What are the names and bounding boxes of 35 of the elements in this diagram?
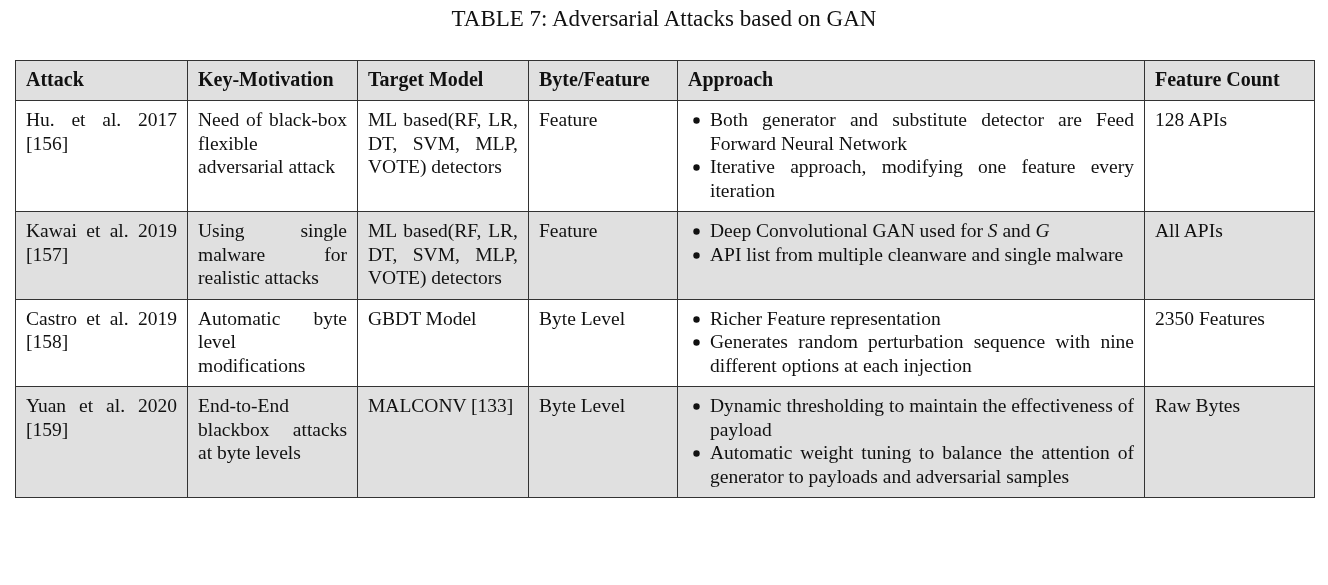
approach-bullet: Both generator and substitute detector are Feed Forward Neural Network — [710, 109, 1134, 154]
attack-reference: Hu. et al. 2017 [156] — [26, 108, 177, 155]
column-header: Byte/Feature — [539, 68, 651, 91]
target-model-text: MALCONV [133] — [368, 394, 515, 418]
approach-bullet: Deep Convolutional GAN used for S and G — [710, 220, 1050, 241]
feature-count-text: All APIs — [1155, 219, 1224, 243]
approach-bullet: Iterative approach, modifying one feature every iteration — [710, 156, 1134, 201]
column-header: Target Model — [368, 68, 485, 91]
level-text: Feature — [539, 108, 599, 132]
target-model-text: ML based(RF, LR, DT, SVM, MLP, VOTE) detectors — [368, 219, 518, 290]
table-title: TABLE 7: Adversarial Attacks based on GAN — [451, 6, 877, 32]
motivation-text: Automatic byte level modifications — [198, 306, 347, 377]
column-header: Attack — [26, 68, 85, 91]
level-text: Byte Level — [539, 394, 627, 418]
motivation-text: Need of black-box flexible adversarial attack — [198, 108, 347, 179]
approach-bullet: Automatic weight tuning to balance the attention of generator to payloads and adversarial samples — [710, 442, 1134, 487]
column-header: Key-Motivation — [198, 68, 335, 91]
level-text: Byte Level — [539, 306, 627, 330]
motivation-text: Using single malware for realistic attacks — [198, 219, 347, 290]
feature-count-text: Raw Bytes — [1155, 394, 1242, 418]
column-header: Feature Count — [1155, 68, 1281, 91]
attack-reference: Castro et al. 2019 [158] — [26, 306, 177, 354]
target-model-text: ML based(RF, LR, DT, SVM, MLP, VOTE) detectors — [368, 108, 518, 179]
approach-bullet: Generates random perturbation sequence with nine different options at each injection — [710, 331, 1134, 376]
column-header: Approach — [688, 68, 775, 91]
level-text: Feature — [539, 219, 599, 243]
approach-bullet: Richer Feature representation — [710, 307, 941, 329]
attack-reference: Yuan et al. 2020 [159] — [26, 394, 177, 441]
approach-bullet: API list from multiple cleanware and single malware — [710, 243, 1124, 265]
approach-bullet: Dynamic thresholding to maintain the effectiveness of payload — [710, 395, 1134, 440]
attack-reference: Kawai et al. 2019 [157] — [26, 219, 177, 266]
target-model-text: GBDT Model — [368, 306, 478, 330]
feature-count-text: 2350 Features — [1155, 306, 1266, 330]
motivation-text: End-to-End blackbox attacks at byte levels — [198, 394, 347, 465]
feature-count-text: 128 APIs — [1155, 108, 1229, 132]
